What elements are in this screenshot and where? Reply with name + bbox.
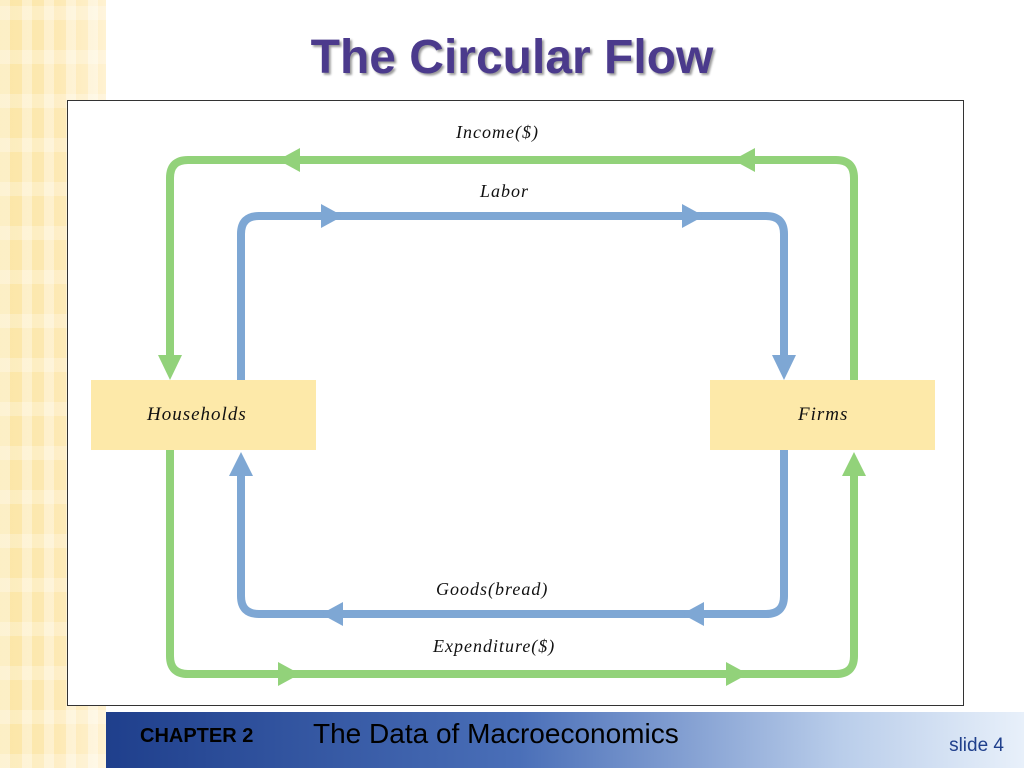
- footer-bar: [106, 712, 1024, 768]
- arrow-right-icon: [726, 662, 748, 686]
- labor-flow-path: [237, 212, 788, 384]
- expenditure-label: Expenditure($): [433, 636, 556, 656]
- footer-chapter: CHAPTER 2: [140, 725, 254, 747]
- arrow-down-icon: [772, 355, 796, 380]
- arrow-left-icon: [682, 602, 704, 626]
- arrow-down-icon: [158, 355, 182, 380]
- arrow-left-icon: [321, 602, 343, 626]
- goods-flow-path: [237, 446, 788, 618]
- real-arrowheads: [229, 204, 796, 626]
- outer-money-loop: [166, 156, 858, 678]
- households-label: Households: [147, 404, 247, 425]
- arrow-up-icon: [842, 452, 866, 476]
- goods-label: Goods(bread): [436, 579, 549, 599]
- arrow-right-icon: [321, 204, 343, 228]
- arrow-right-icon: [682, 204, 704, 228]
- arrow-left-icon: [278, 148, 300, 172]
- labor-label: Labor: [480, 181, 530, 201]
- slide-title: The Circular Flow: [310, 31, 714, 84]
- arrow-left-icon: [733, 148, 755, 172]
- income-label: Income($): [456, 122, 539, 142]
- firms-node: Firms: [710, 380, 935, 450]
- income-flow-path: [166, 156, 858, 384]
- arrow-up-icon: [229, 452, 253, 476]
- firms-label: Firms: [798, 404, 849, 425]
- arrow-right-icon: [278, 662, 300, 686]
- slide-number: slide 4: [949, 735, 1004, 756]
- households-node: Households: [91, 380, 316, 450]
- money-arrowheads: [158, 148, 866, 686]
- footer-title: The Data of Macroeconomics: [313, 718, 679, 749]
- expenditure-flow-path: [166, 446, 858, 678]
- inner-real-loop: [237, 212, 788, 618]
